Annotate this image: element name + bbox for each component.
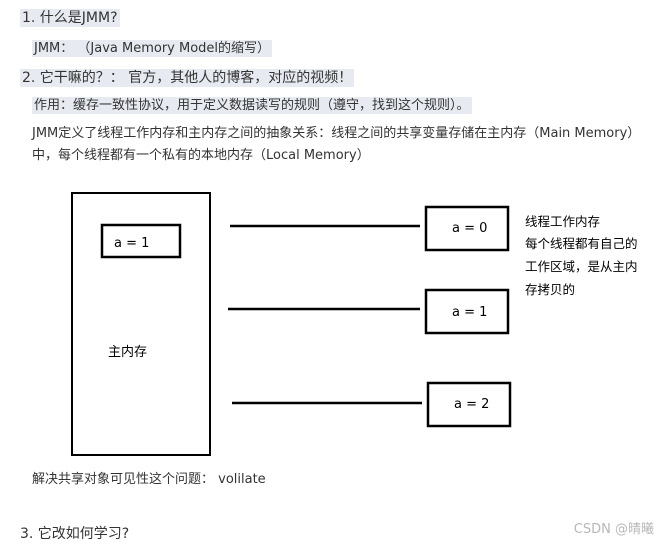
thread-memory-var: a = 2 (454, 397, 489, 412)
main-memory-var-box (100, 223, 182, 259)
purpose-line: 作用：缓存一致性协议，用于定义数据读写的规则（遵守，找到这个规则）。 (32, 97, 472, 114)
main-memory-var: a = 1 (114, 236, 149, 251)
thread-memory-var: a = 1 (452, 305, 487, 320)
note-line: 线程工作内存 (525, 214, 600, 229)
thread-memory-box (424, 205, 510, 252)
note-line: 存拷贝的 (525, 282, 575, 297)
jmm-relationship-line-2: 中，每个线程都有一个私有的本地内存（Local Memory） (32, 148, 370, 163)
watermark: CSDN @晴曦 (573, 522, 654, 537)
heading-what-for: 2. 它干嘛的？： 官方，其他人的博客，对应的视频！ (20, 69, 355, 87)
heading-how-to-learn: 3. 它改如何学习? (20, 526, 130, 542)
heading-what-is-jmm: 1. 什么是JMM? (20, 9, 120, 27)
main-memory-label: 主内存 (108, 344, 147, 360)
jmm-definition: JMM： （Java Memory Model的缩写） (32, 40, 273, 57)
thread-memory-var: a = 0 (452, 221, 487, 236)
note-line: 每个线程都有自己的 (525, 236, 638, 251)
jmm-relationship-line-1: JMM定义了线程工作内存和主内存之间的抽象关系：线程之间的共享变量存储在主内存（… (32, 126, 641, 141)
note-line: 工作区域，是从主内 (525, 259, 638, 274)
thread-memory-box (424, 288, 510, 335)
thread-memory-box (426, 381, 512, 428)
visibility-solution: 解决共享对象可见性这个问题： volilate (32, 472, 266, 487)
